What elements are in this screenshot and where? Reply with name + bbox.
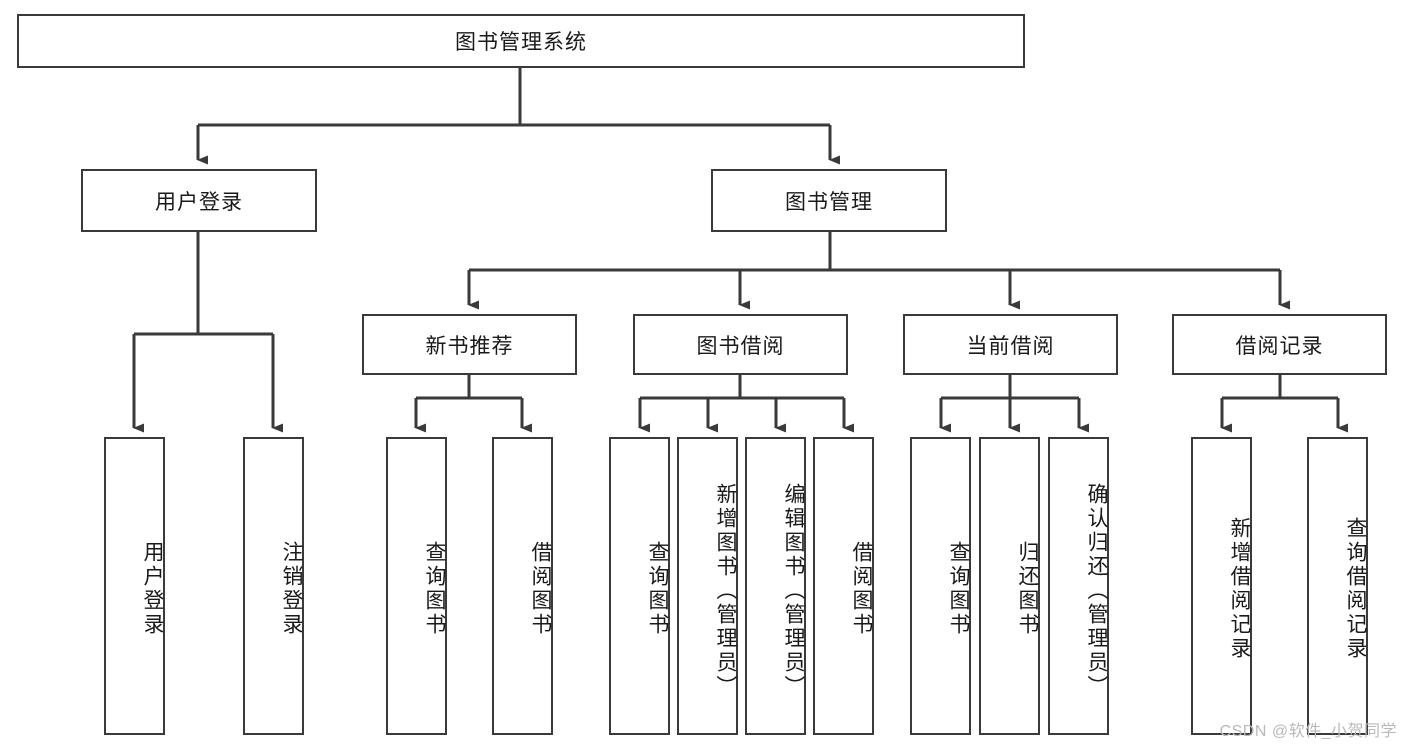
node-label: 归还图书 (1016, 541, 1039, 637)
leaf-borrow-record-query[interactable]: 查询借阅记录 (1307, 437, 1368, 735)
watermark: CSDN @软件_小贺同学 (1219, 723, 1397, 740)
node-label: 查询图书 (423, 541, 446, 637)
node-borrow-record[interactable]: 借阅记录 (1172, 314, 1387, 375)
node-user-login[interactable]: 用户登录 (81, 169, 317, 232)
leaf-user-login-signout[interactable]: 注销登录 (243, 437, 304, 735)
node-label: 查询图书 (646, 541, 669, 637)
node-label: 新增借阅记录 (1228, 517, 1251, 661)
node-current-borrow[interactable]: 当前借阅 (903, 314, 1118, 375)
node-label: 新增图书（管理员） (714, 483, 737, 699)
node-label: 借阅图书 (529, 541, 552, 637)
node-book-borrow[interactable]: 图书借阅 (633, 314, 848, 375)
leaf-book-borrow-edit[interactable]: 编辑图书（管理员） (745, 437, 806, 735)
leaf-current-borrow-query[interactable]: 查询图书 (910, 437, 971, 735)
node-label: 图书管理 (785, 190, 873, 214)
node-label: 当前借阅 (966, 334, 1055, 358)
node-label: 编辑图书（管理员） (782, 483, 805, 699)
leaf-book-borrow-lend[interactable]: 借阅图书 (813, 437, 874, 735)
leaf-new-book-query[interactable]: 查询图书 (386, 437, 447, 735)
node-label: 图书借阅 (696, 334, 785, 358)
node-label: 借阅记录 (1235, 334, 1324, 358)
leaf-new-book-borrow[interactable]: 借阅图书 (492, 437, 553, 735)
node-root-book-management-system[interactable]: 图书管理系统 (17, 14, 1025, 68)
node-label: 借阅图书 (850, 541, 873, 637)
node-label: 查询图书 (947, 541, 970, 637)
node-label: 新书推荐 (425, 334, 514, 358)
node-label: 图书管理系统 (455, 31, 587, 54)
node-label: 注销登录 (280, 541, 303, 637)
leaf-book-borrow-add[interactable]: 新增图书（管理员） (677, 437, 738, 735)
node-label: 查询借阅记录 (1344, 517, 1367, 661)
leaf-current-borrow-confirm-return[interactable]: 确认归还（管理员） (1048, 437, 1109, 735)
node-label: 用户登录 (141, 541, 164, 637)
node-label: 用户登录 (155, 190, 243, 214)
node-label: 确认归还（管理员） (1085, 483, 1108, 699)
leaf-borrow-record-add[interactable]: 新增借阅记录 (1191, 437, 1252, 735)
node-book-management[interactable]: 图书管理 (711, 169, 947, 232)
node-new-book-recommend[interactable]: 新书推荐 (362, 314, 577, 375)
leaf-book-borrow-query[interactable]: 查询图书 (609, 437, 670, 735)
leaf-user-login-signin[interactable]: 用户登录 (104, 437, 165, 735)
leaf-current-borrow-return[interactable]: 归还图书 (979, 437, 1040, 735)
